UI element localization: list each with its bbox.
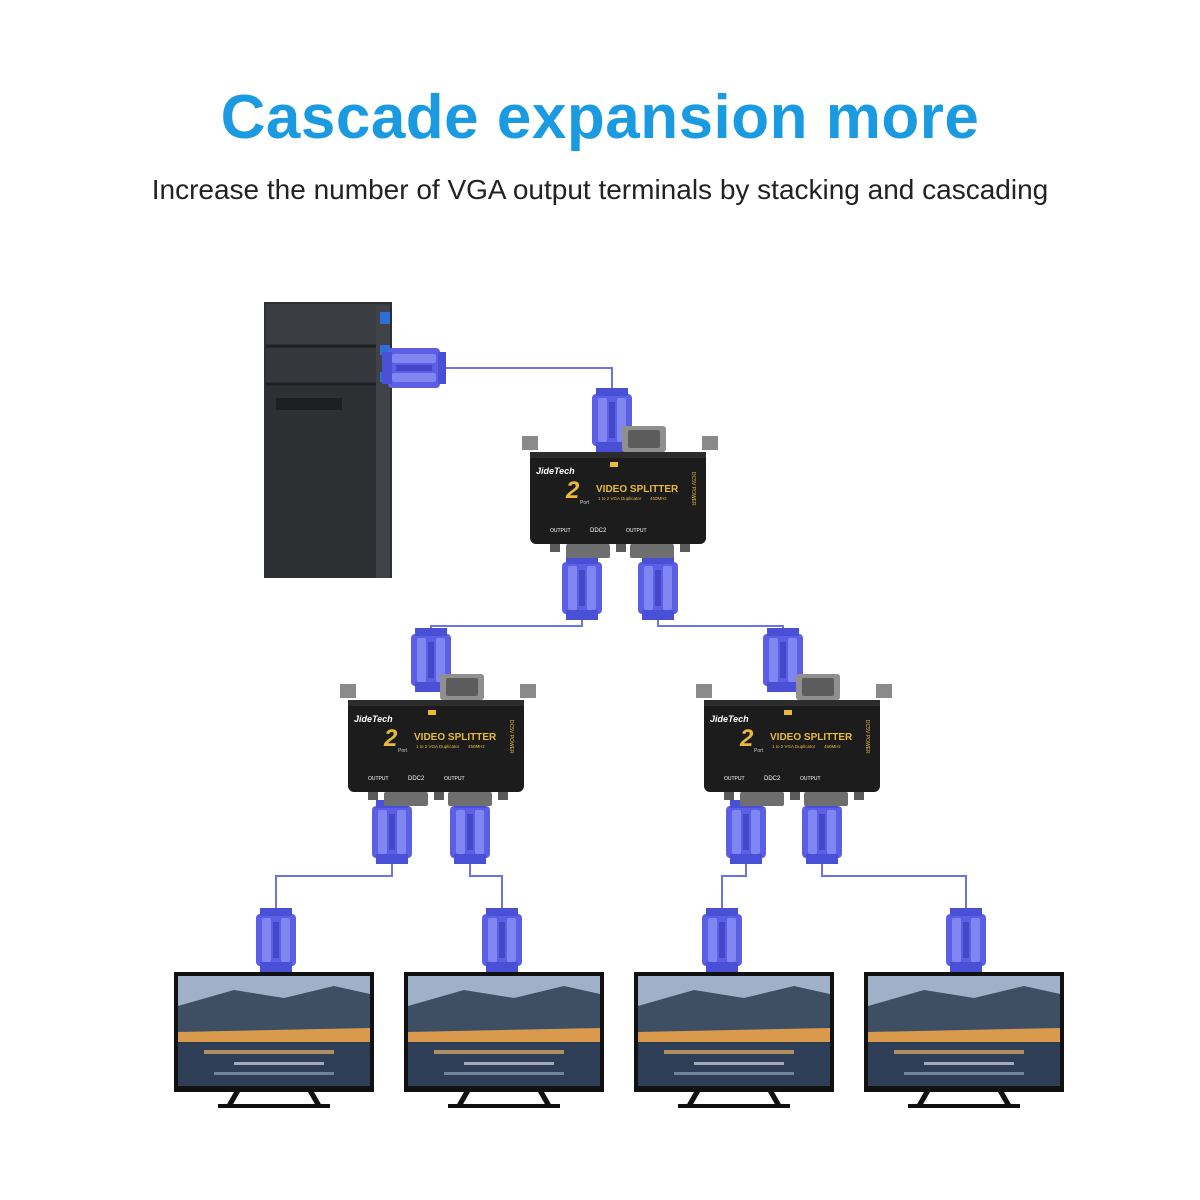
tv-monitor-icon [174,972,374,1108]
splitter-sub-label: 1 to 2 VGA Duplicator [598,496,642,501]
cable-splitter-left [431,606,582,642]
vga-connector-icon [702,908,742,972]
splitter-output2-label: OUTPUT [444,776,465,782]
vga-connector-icon [256,908,296,972]
splitter-ddc-label: DDC2 [590,528,607,534]
splitter-product-label: VIDEO SPLITTER [414,732,497,743]
splitter-product-label: VIDEO SPLITTER [770,732,853,743]
splitter-brand: JideTech [710,714,749,724]
vga-connector-icon [372,800,412,864]
splitter-model-number: 2 [739,725,754,752]
vga-connector-icon [562,556,602,620]
splitter-output1-label: OUTPUT [550,528,571,534]
vga-connector-icon [946,908,986,972]
splitter-sub-label: 1 to 2 VGA Duplicator [772,744,816,749]
pc-tower-icon [264,302,392,578]
splitter-power-label: DC5V POWER [508,720,514,754]
splitter-model-number: 2 [383,725,398,752]
splitter-freq: 450MHz [468,744,486,749]
splitter-ddc-label: DDC2 [408,776,425,782]
tv-monitor-icon [404,972,604,1108]
splitter-sub-label: 1 to 2 VGA Duplicator [416,744,460,749]
splitter-ddc-label: DDC2 [764,776,781,782]
vga-connector-icon [382,348,446,388]
vga-splitter-left: JideTech 2 Port VIDEO SPLITTER 1 to 2 VG… [340,674,536,806]
tv-monitor-icon [864,972,1064,1108]
splitter-power-label: DC5V POWER [690,472,696,506]
vga-splitter-right: JideTech 2 Port VIDEO SPLITTER 1 to 2 VG… [696,674,892,806]
splitter-brand: JideTech [354,714,393,724]
vga-connector-icon [638,556,678,620]
splitter-brand: JideTech [536,466,575,476]
splitter-product-label: VIDEO SPLITTER [596,484,679,495]
vga-connector-icon [482,908,522,972]
splitter-freq: 450MHz [824,744,842,749]
splitter-power-label: DC5V POWER [864,720,870,754]
splitter-freq: 450MHz [650,496,668,501]
splitter-output1-label: OUTPUT [368,776,389,782]
splitter-model-number: 2 [565,477,580,504]
cable-pc-to-splitter [440,368,612,398]
cable-level2-d [822,850,966,922]
splitter-model-suffix: Port [398,748,408,754]
splitter-model-suffix: Port [580,500,590,506]
vga-connector-icon [726,800,766,864]
splitter-model-suffix: Port [754,748,764,754]
splitter-output1-label: OUTPUT [724,776,745,782]
cable-level2-a [276,850,392,922]
vga-connector-icon [450,800,490,864]
splitter-output2-label: OUTPUT [800,776,821,782]
vga-connector-icon [802,800,842,864]
splitter-output2-label: OUTPUT [626,528,647,534]
tv-monitor-icon [634,972,834,1108]
